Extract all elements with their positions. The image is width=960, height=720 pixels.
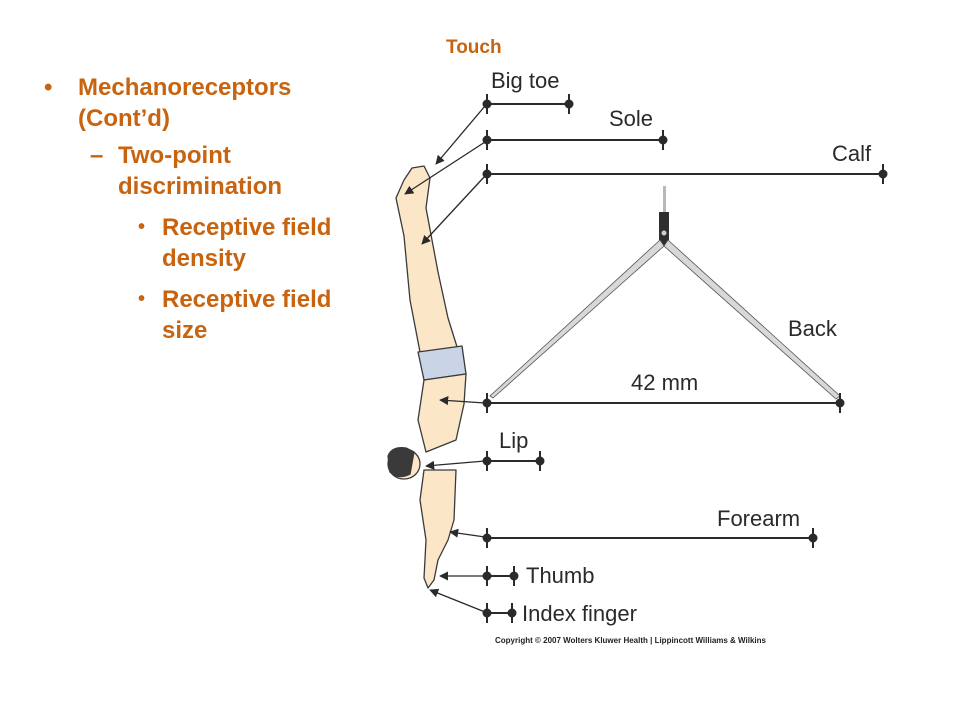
index-finger-bar <box>482 603 517 623</box>
bullet-text-density: Receptive field density <box>162 214 332 272</box>
bullet-text-mechanoreceptors: Mechanoreceptors (Cont’d) <box>78 74 292 132</box>
calf-bar <box>482 164 888 184</box>
bullet-mark: • <box>138 216 146 238</box>
bullet-mark: • <box>44 74 53 101</box>
label-big-toe: Big toe <box>491 68 560 93</box>
lip-bar <box>482 451 545 471</box>
pointer-arrows <box>404 105 486 613</box>
copyright-text: Copyright © 2007 Wolters Kluwer Health |… <box>495 636 767 645</box>
caliper <box>489 186 841 400</box>
diver-figure <box>387 165 467 589</box>
label-index-finger: Index finger <box>522 601 637 626</box>
big-toe-bar <box>482 94 574 114</box>
label-thumb: Thumb <box>526 563 594 588</box>
dash-mark: – <box>90 142 104 169</box>
label-sole: Sole <box>609 106 653 131</box>
slide-title: Touch <box>446 37 502 58</box>
bullet-mark: • <box>138 288 146 310</box>
forearm-bar <box>482 528 818 548</box>
back-bar <box>482 393 845 413</box>
label-calf: Calf <box>832 141 872 166</box>
sole-bar <box>482 130 668 150</box>
measurement-bars <box>482 94 888 623</box>
bullet-text-size: Receptive field size <box>162 286 332 344</box>
arms <box>419 469 457 589</box>
bullet-text-two-point: Two-point discrimination <box>118 142 283 200</box>
legs <box>395 165 459 353</box>
torso <box>417 373 467 453</box>
hair <box>387 447 415 478</box>
label-back: Back <box>788 316 838 341</box>
label-forearm: Forearm <box>717 506 800 531</box>
label-42mm: 42 mm <box>631 370 698 395</box>
label-lip: Lip <box>499 428 528 453</box>
thumb-bar <box>482 566 519 586</box>
